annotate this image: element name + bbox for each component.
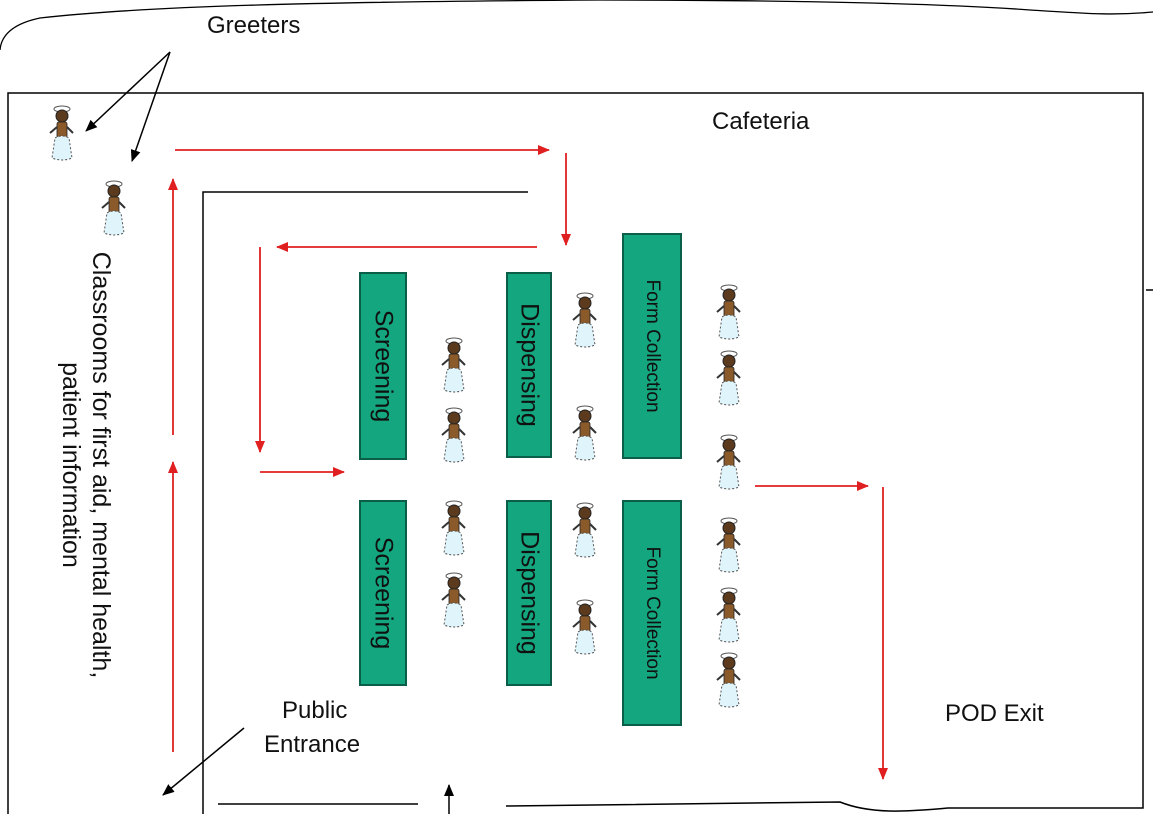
station-label: Screening — [369, 536, 398, 650]
station-label: Form Collection — [642, 546, 663, 680]
person-figure-icon — [714, 650, 744, 710]
greeters-label: Greeters — [207, 12, 301, 39]
person-figure-icon — [570, 290, 600, 350]
station-label: Screening — [369, 309, 398, 423]
station-label: Form Collection — [642, 279, 663, 413]
classrooms-label-line-1: Classrooms for first aid, mental health, — [87, 251, 115, 679]
form-collection-station-bottom: Form Collection — [622, 500, 682, 726]
person-figure-icon — [714, 348, 744, 408]
person-figure-icon — [570, 597, 600, 657]
person-figure-icon — [47, 103, 77, 163]
greeter-pointer-arrow-1 — [85, 51, 171, 132]
person-figure-icon — [714, 432, 744, 492]
person-figure-icon — [439, 405, 469, 465]
corridor-wall — [202, 191, 528, 814]
public-entrance-label-line-2: Entrance — [264, 731, 361, 758]
building-outline — [0, 0, 1153, 51]
entrance-pointer-arrow — [162, 727, 245, 796]
form-collection-station-top: Form Collection — [622, 233, 682, 459]
person-figure-icon — [570, 403, 600, 463]
person-figure-icon — [439, 570, 469, 630]
station-label: Dispensing — [515, 531, 544, 655]
person-figure-icon — [439, 335, 469, 395]
dispensing-station-bottom: Dispensing — [506, 500, 552, 686]
person-figure-icon — [439, 498, 469, 558]
pod-exit-label: POD Exit — [945, 700, 1044, 727]
station-label: Dispensing — [515, 303, 544, 427]
person-figure-icon — [714, 515, 744, 575]
screening-station-bottom: Screening — [359, 500, 407, 686]
person-figure-icon — [99, 178, 129, 238]
cafeteria-wall-outer — [7, 92, 1144, 814]
person-figure-icon — [714, 282, 744, 342]
classrooms-label-line-2: patient information — [57, 362, 85, 568]
person-figure-icon — [570, 500, 600, 560]
cafeteria-label: Cafeteria — [712, 108, 810, 135]
flow-arrows — [168, 145, 888, 780]
person-figure-icon — [714, 585, 744, 645]
public-entrance-label-line-1: Public — [282, 697, 348, 724]
greeter-pointer-arrow-2 — [130, 51, 171, 162]
dispensing-station-top: Dispensing — [506, 272, 552, 458]
screening-station-top: Screening — [359, 272, 407, 460]
